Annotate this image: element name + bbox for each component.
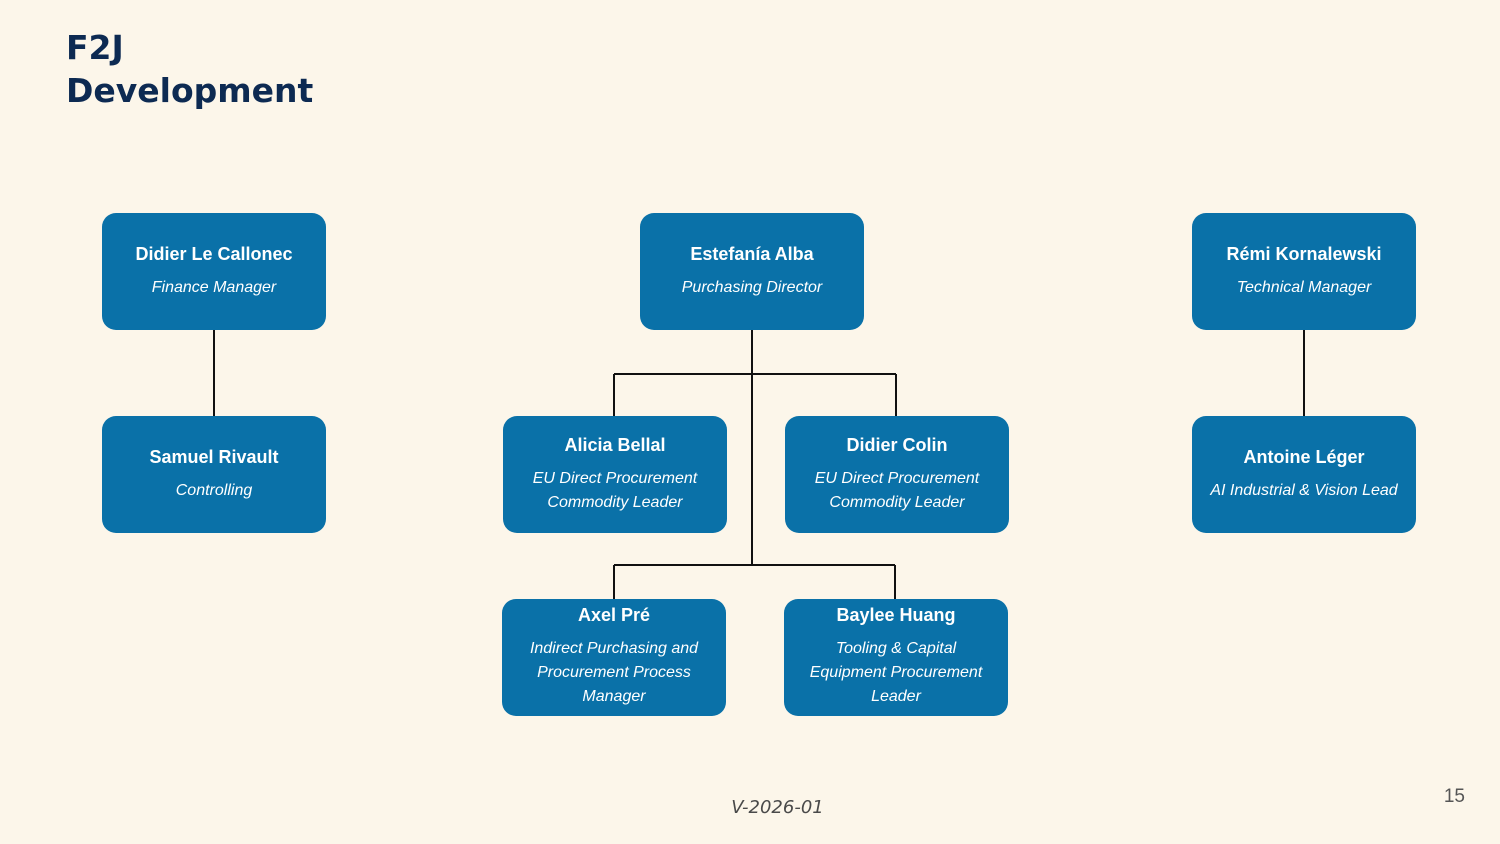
node-role: Technical Manager (1236, 279, 1372, 296)
node-name: Rémi Kornalewski (1226, 244, 1382, 264)
node-name: Antoine Léger (1243, 447, 1365, 467)
title-line-2: Development (66, 71, 314, 110)
node-name: Alicia Bellal (564, 435, 666, 455)
title-line-1: F2J (66, 28, 124, 67)
node-role: EU Direct Procurement Commodity Leader (532, 470, 698, 511)
node-name: Didier Le Callonec (135, 244, 293, 264)
node-role: Finance Manager (151, 279, 277, 296)
org-node-didier-colin: Didier Colin EU Direct Procurement Commo… (785, 416, 1009, 533)
org-node-controlling: Samuel Rivault Controlling (102, 416, 326, 533)
org-node-finance-manager: Didier Le Callonec Finance Manager (102, 213, 326, 330)
page-number: 15 (1443, 786, 1465, 807)
node-name: Baylee Huang (836, 605, 956, 625)
node-role: Indirect Purchasing and Procurement Proc… (529, 640, 699, 705)
org-node-antoine-leger: Antoine Léger AI Industrial & Vision Lea… (1192, 416, 1416, 533)
node-name: Samuel Rivault (149, 447, 279, 467)
node-name: Axel Pré (577, 605, 651, 625)
node-role: Controlling (175, 482, 253, 499)
node-name: Didier Colin (846, 435, 948, 455)
org-node-baylee-huang: Baylee Huang Tooling & Capital Equipment… (784, 599, 1008, 716)
node-role: Tooling & Capital Equipment Procurement … (809, 640, 983, 705)
version-label: V-2026-01 (731, 797, 824, 818)
node-role: EU Direct Procurement Commodity Leader (814, 470, 980, 511)
node-role: AI Industrial & Vision Lead (1210, 482, 1398, 499)
org-node-purchasing-director: Estefanía Alba Purchasing Director (640, 213, 864, 330)
node-name: Estefanía Alba (690, 244, 814, 264)
org-node-technical-manager: Rémi Kornalewski Technical Manager (1192, 213, 1416, 330)
org-node-axel-pre: Axel Pré Indirect Purchasing and Procure… (502, 599, 726, 716)
org-node-alicia-bellal: Alicia Bellal EU Direct Procurement Comm… (503, 416, 727, 533)
page-title: F2J Development (66, 26, 313, 112)
node-role: Purchasing Director (681, 279, 823, 296)
